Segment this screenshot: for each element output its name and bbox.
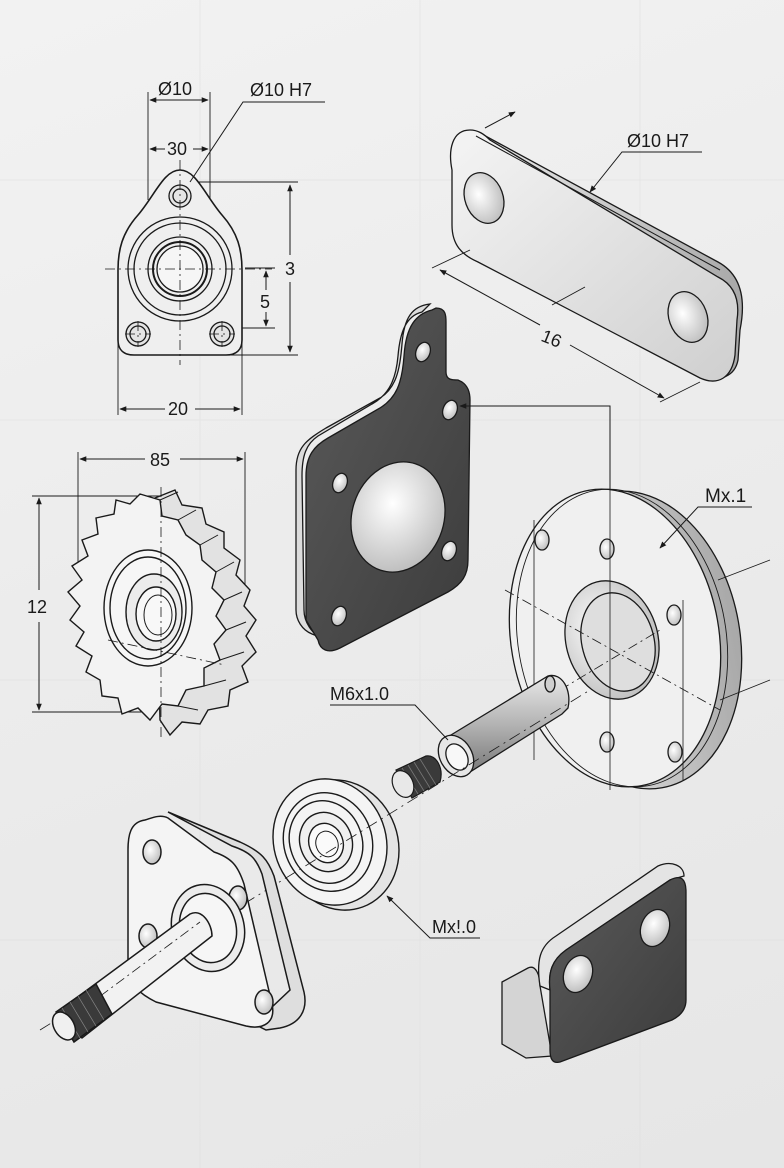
dim-dia10: Ø10: [158, 79, 192, 99]
link-plate: [431, 111, 744, 403]
dim-dia10-h7: Ø10 H7: [250, 80, 312, 100]
label-m6x1: M6x1.0: [330, 684, 389, 704]
threaded-nut: [391, 755, 442, 799]
round-flange: [504, 470, 771, 790]
angle-block: [501, 862, 687, 1064]
dim-5: 5: [260, 292, 270, 312]
sprocket: [32, 452, 257, 740]
dim-12: 12: [27, 597, 47, 617]
dim-3: 3: [285, 259, 295, 279]
sleeve: [330, 674, 570, 778]
shaft-flange: [51, 811, 306, 1044]
bracket-plate: [295, 303, 611, 652]
dim-16: 16: [538, 326, 564, 352]
bearing-ring: [272, 778, 480, 939]
label-mx1: Mx.1: [705, 486, 746, 507]
dim-30: 30: [167, 139, 187, 159]
flange-front-view: [105, 92, 325, 415]
dim-link-hole: Ø10 H7: [627, 131, 689, 151]
dim-20: 20: [168, 399, 188, 419]
dim-85: 85: [150, 450, 170, 470]
label-mx10: Mx!.0: [432, 917, 476, 937]
